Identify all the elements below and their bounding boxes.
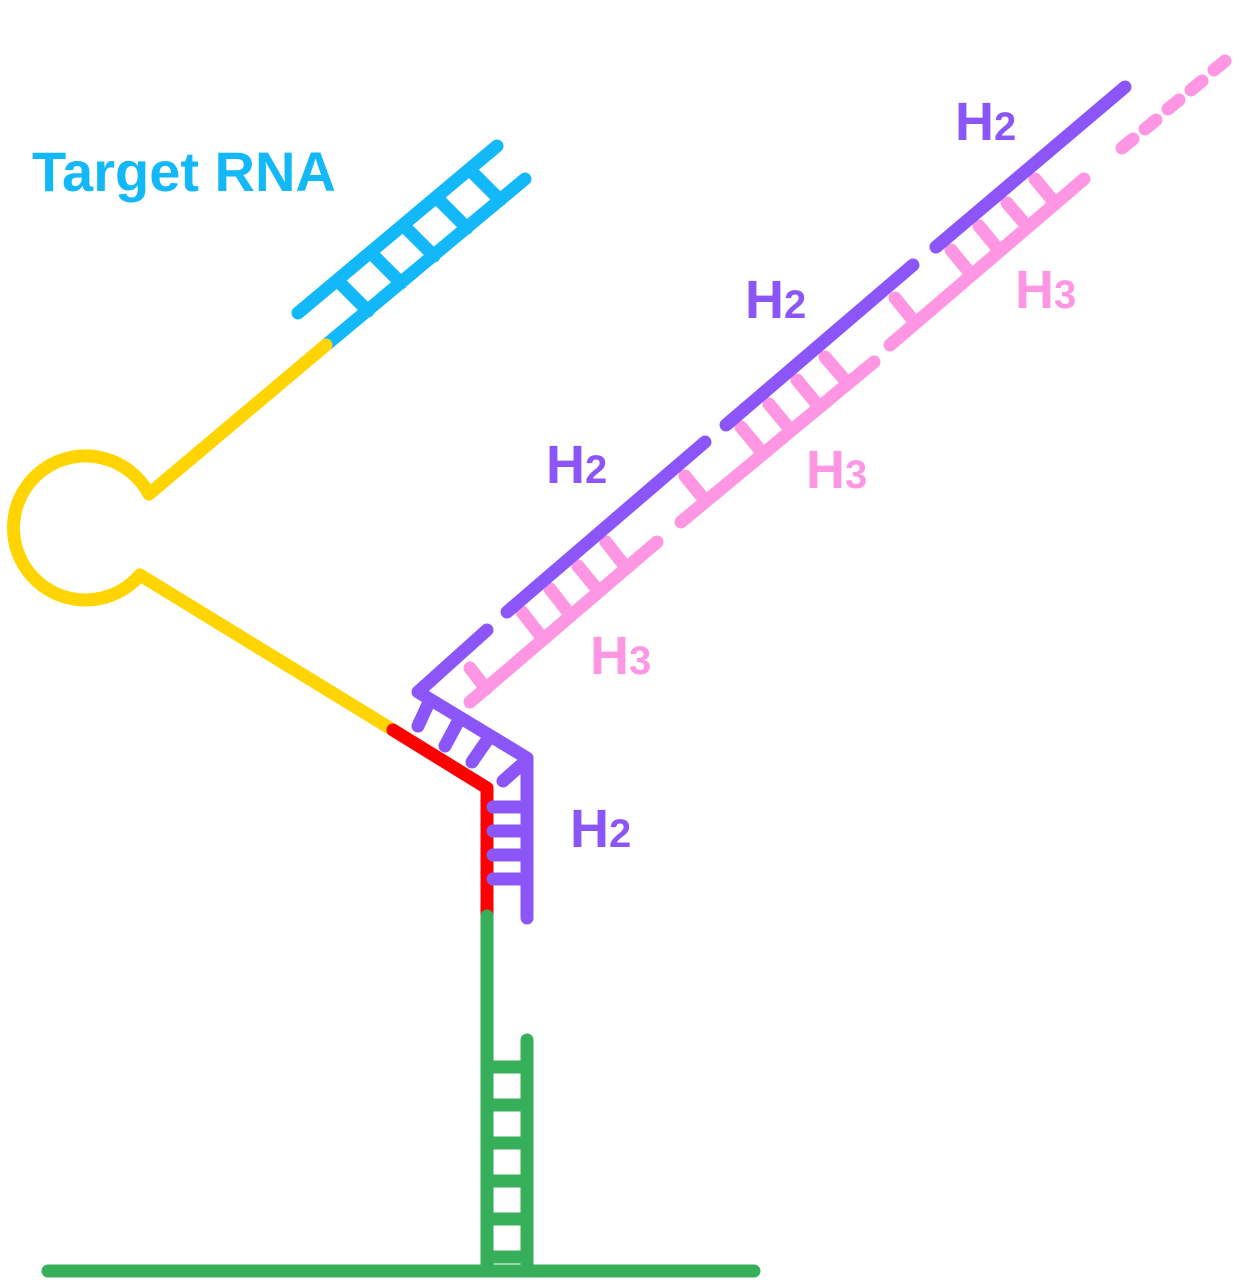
h3-label: H3 <box>1015 260 1076 320</box>
h3-rung <box>734 420 767 457</box>
probe-hairpin-loop <box>7 338 400 737</box>
anchor-duplex <box>41 909 761 1278</box>
target-rung <box>434 195 474 235</box>
h2-strand-first <box>411 623 534 925</box>
h3-tail-dash <box>1161 93 1186 116</box>
labels: Target RNA H2 H2 H2 H2 H3 H3 H3 <box>32 92 1076 859</box>
loop-upper-arm <box>142 338 333 501</box>
h3-rung <box>678 469 710 505</box>
h3-rung <box>599 535 631 572</box>
initiator-segment <box>386 723 494 923</box>
h3-rung <box>515 605 547 642</box>
loop-lower-arm <box>133 568 400 737</box>
loop-circle <box>7 449 156 607</box>
h3-rung <box>543 582 575 619</box>
h2-label: H2 <box>546 435 607 495</box>
h3-rung <box>944 243 977 280</box>
target-rung <box>401 223 441 263</box>
h3-rung <box>790 373 823 410</box>
h2-rung <box>496 759 527 788</box>
target-rna-strand <box>291 139 504 320</box>
target-rung <box>467 167 507 207</box>
h3-rung <box>888 291 920 327</box>
h2-rung <box>438 711 467 753</box>
target-rung <box>368 250 408 290</box>
h3-tail-dash <box>1207 54 1232 77</box>
h2-label: H2 <box>745 270 806 330</box>
h3-rung <box>972 219 1005 256</box>
h3-rung <box>1028 172 1061 209</box>
h3-tail-dash <box>1115 132 1140 155</box>
initiator-strand <box>386 723 494 923</box>
h2-hairpins <box>411 80 1132 925</box>
h2-rung <box>465 729 497 769</box>
h2-strand <box>929 80 1132 254</box>
h2-rung <box>411 693 437 733</box>
h3-label: H3 <box>590 626 651 686</box>
h3-tail-dash <box>1184 74 1209 97</box>
h3-rung <box>762 397 795 434</box>
target-rna-label: Target RNA <box>32 140 336 203</box>
h2-label: H2 <box>570 799 631 859</box>
h2-strand <box>500 435 712 619</box>
target-rna-duplex <box>291 139 532 352</box>
target-rung <box>335 278 375 318</box>
h3-rung <box>1000 196 1033 232</box>
h3-tail-dash <box>1138 113 1163 136</box>
h3-label: H3 <box>806 440 867 500</box>
probe-binding-strand <box>319 172 532 352</box>
h3-strand <box>674 355 881 529</box>
h2-strand <box>719 258 920 432</box>
h3-rung <box>571 559 603 595</box>
h3-rung <box>818 350 851 386</box>
h3-hairpins <box>463 54 1232 709</box>
h3-rung <box>463 661 493 696</box>
h2-label: H2 <box>955 92 1016 152</box>
